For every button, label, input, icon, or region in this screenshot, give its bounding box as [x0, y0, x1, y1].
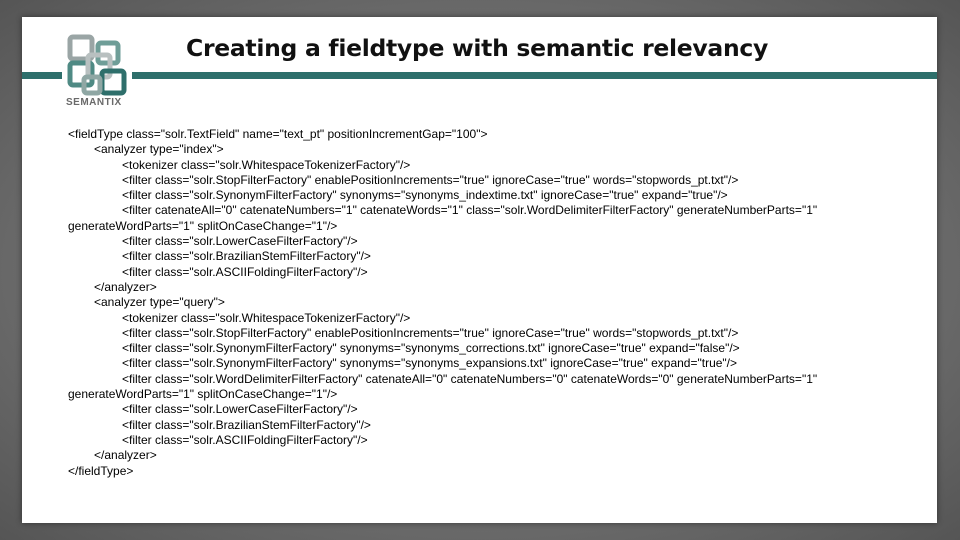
header-accent-bar [22, 72, 937, 79]
code-line: </analyzer> [94, 279, 157, 294]
code-line: <tokenizer class="solr.WhitespaceTokeniz… [122, 310, 411, 325]
code-line-continuation: generateWordParts="1" splitOnCaseChange=… [68, 387, 338, 402]
code-line: <tokenizer class="solr.WhitespaceTokeniz… [122, 157, 411, 172]
code-line: <filter class="solr.SynonymFilterFactory… [122, 341, 740, 356]
code-line: <fieldType class="solr.TextField" name="… [68, 127, 488, 141]
semantix-logo-icon [67, 34, 127, 96]
code-line: <filter class="solr.BrazilianStemFilterF… [122, 249, 371, 264]
logo-wordmark: SEMANTIX [66, 97, 122, 108]
slide: SEMANTIX Creating a fieldtype with seman… [22, 17, 937, 523]
code-line: <filter class="solr.ASCIIFoldingFilterFa… [122, 264, 368, 279]
code-line: <filter class="solr.SynonymFilterFactory… [122, 356, 738, 371]
code-line: <filter class="solr.StopFilterFactory" e… [122, 172, 739, 187]
code-line: <filter class="solr.WordDelimiterFilterF… [122, 371, 818, 386]
code-line: <filter catenateAll="0" catenateNumbers=… [122, 203, 818, 218]
code-line: <analyzer type="index"> [94, 142, 224, 157]
code-line: <filter class="solr.LowerCaseFilterFacto… [122, 234, 358, 249]
slide-title: Creating a fieldtype with semantic relev… [186, 34, 769, 62]
code-line: <analyzer type="query"> [94, 295, 225, 310]
code-line: </fieldType> [68, 463, 134, 478]
code-line-continuation: generateWordParts="1" splitOnCaseChange=… [68, 218, 338, 233]
code-line: <filter class="solr.ASCIIFoldingFilterFa… [122, 432, 368, 447]
code-block: <fieldType class="solr.TextField" name="… [68, 127, 888, 479]
code-line: <filter class="solr.StopFilterFactory" e… [122, 325, 739, 340]
code-line: <filter class="solr.BrazilianStemFilterF… [122, 417, 371, 432]
code-line: <filter class="solr.LowerCaseFilterFacto… [122, 402, 358, 417]
code-line: </analyzer> [94, 448, 157, 463]
code-line: <filter class="solr.SynonymFilterFactory… [122, 188, 728, 203]
